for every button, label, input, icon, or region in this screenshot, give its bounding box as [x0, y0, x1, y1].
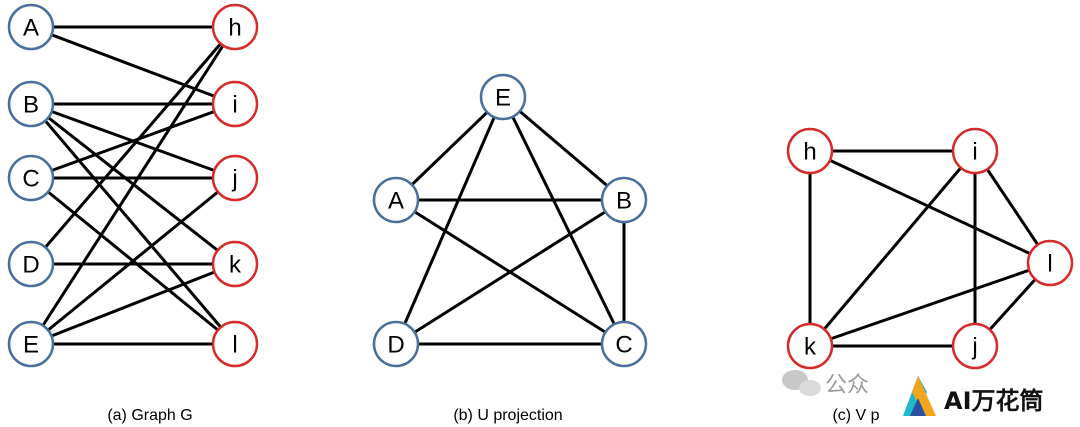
- node-circle: [7, 320, 55, 368]
- caption-u-projection: (b) U projection: [453, 407, 562, 424]
- node-circle: [7, 154, 55, 202]
- node-circle: [951, 127, 999, 175]
- node-j: j: [951, 322, 999, 370]
- node-C: C: [600, 320, 648, 368]
- node-label: B: [23, 92, 39, 119]
- node-B: B: [7, 80, 55, 128]
- node-circle: [211, 80, 259, 128]
- edge-E-D: [394, 95, 505, 346]
- wechat-icon: [782, 370, 821, 396]
- node-circle: [211, 320, 259, 368]
- node-E: E: [479, 73, 527, 121]
- node-C: C: [7, 154, 55, 202]
- brand-logo-icon: [903, 376, 936, 416]
- node-D: D: [372, 320, 420, 368]
- node-i: i: [211, 80, 259, 128]
- node-label: B: [616, 188, 632, 215]
- node-B: B: [600, 176, 648, 224]
- watermark-account-text: 公众: [825, 373, 869, 398]
- node-circle: [1026, 239, 1074, 287]
- node-h: h: [211, 3, 259, 51]
- edge-E-A: [394, 95, 505, 202]
- node-label: A: [23, 15, 39, 42]
- node-A: A: [7, 3, 55, 51]
- node-A: A: [372, 176, 420, 224]
- edges-v-projection: [808, 149, 1052, 348]
- edges-graph-g: [29, 25, 237, 346]
- node-label: i: [232, 92, 237, 119]
- edge-E-B: [501, 95, 626, 202]
- node-label: j: [971, 334, 977, 361]
- node-l: l: [211, 320, 259, 368]
- node-label: E: [495, 85, 511, 112]
- node-i: i: [951, 127, 999, 175]
- node-circle: [7, 240, 55, 288]
- node-label: A: [388, 188, 404, 215]
- node-circle: [372, 176, 420, 224]
- node-l: l: [1026, 239, 1074, 287]
- panel-u-projection: E A B D C (b) U projection: [372, 73, 648, 424]
- edges-u-projection: [394, 95, 626, 346]
- edge-D-h: [29, 25, 237, 266]
- node-label: j: [231, 166, 237, 193]
- node-h: h: [786, 127, 834, 175]
- edge-E-j: [29, 176, 237, 346]
- node-k: k: [786, 322, 834, 370]
- node-circle: [211, 240, 259, 288]
- node-circle: [211, 3, 259, 51]
- node-k: k: [211, 240, 259, 288]
- node-circle: [479, 73, 527, 121]
- node-label: h: [228, 15, 241, 42]
- node-circle: [951, 322, 999, 370]
- node-label: D: [387, 332, 404, 359]
- node-circle: [786, 322, 834, 370]
- watermark: 公众 AI万花筒: [782, 370, 1044, 416]
- edge-B-D: [394, 198, 626, 346]
- panel-graph-g: A B C D Eh i j k l (a) Graph G: [7, 3, 259, 424]
- node-label: E: [23, 332, 39, 359]
- node-circle: [7, 80, 55, 128]
- node-circle: [600, 176, 648, 224]
- node-label: l: [1047, 251, 1052, 278]
- edge-h-l: [808, 149, 1052, 265]
- node-D: D: [7, 240, 55, 288]
- edge-i-k: [808, 149, 977, 348]
- node-label: i: [972, 139, 977, 166]
- node-circle: [600, 320, 648, 368]
- node-circle: [7, 3, 55, 51]
- node-label: k: [804, 334, 817, 361]
- edge-C-i: [29, 102, 237, 180]
- edge-E-C: [501, 95, 626, 346]
- node-circle: [786, 127, 834, 175]
- node-j: j: [211, 154, 259, 202]
- node-label: D: [22, 252, 39, 279]
- panel-v-projection: h i l k j (c) V p: [786, 127, 1074, 424]
- caption-v-projection: (c) V p: [832, 407, 879, 424]
- node-E: E: [7, 320, 55, 368]
- caption-graph-g: (a) Graph G: [107, 407, 192, 424]
- node-label: C: [22, 166, 39, 193]
- node-circle: [211, 154, 259, 202]
- node-label: C: [615, 332, 632, 359]
- edge-E-k: [29, 262, 237, 346]
- node-label: h: [803, 139, 816, 166]
- node-circle: [372, 320, 420, 368]
- edge-A-i: [29, 25, 237, 106]
- node-label: k: [229, 252, 242, 279]
- node-label: l: [232, 332, 237, 359]
- edge-k-l: [808, 261, 1052, 348]
- edge-B-l: [29, 102, 237, 346]
- edge-E-h: [29, 25, 237, 346]
- watermark-brand-text: AI万花筒: [944, 387, 1044, 415]
